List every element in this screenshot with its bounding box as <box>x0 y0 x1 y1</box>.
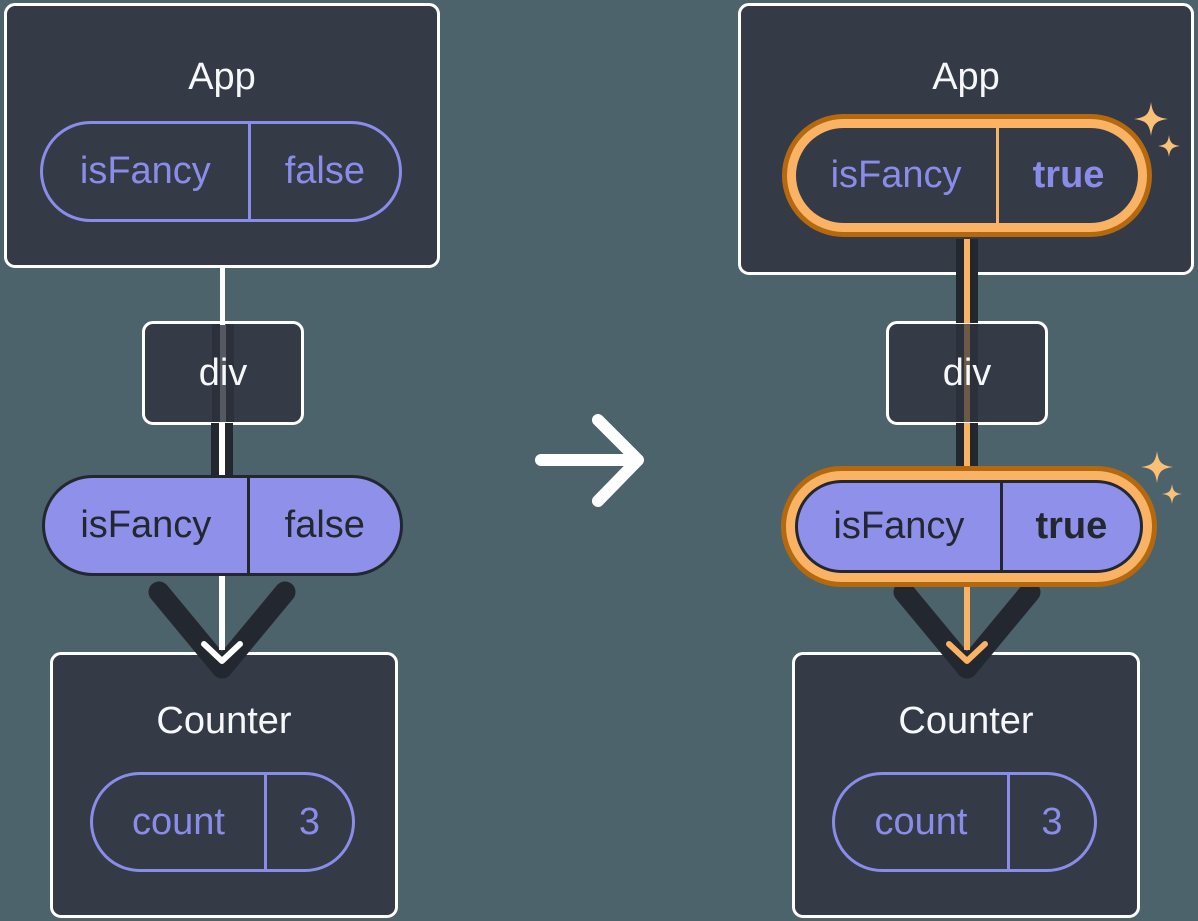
component-title: App <box>188 56 256 98</box>
passed-prop-pill-before: isFancy false <box>42 475 403 576</box>
state-name: count <box>874 800 968 843</box>
prop-name: isFancy <box>80 504 212 546</box>
div-element-box-after: div <box>886 321 1048 425</box>
thread-through-div <box>212 324 234 422</box>
thread-through-div <box>956 324 978 422</box>
state-name: count <box>131 800 225 843</box>
connector-div-to-prop-before <box>211 423 233 478</box>
connector-div-to-prop-after <box>956 423 978 468</box>
element-label: div <box>198 351 248 394</box>
prop-name: isFancy <box>830 154 962 196</box>
counter-state-pill-before: count 3 <box>90 772 355 872</box>
prop-value: true <box>996 128 1138 223</box>
prop-name: isFancy <box>833 505 965 547</box>
prop-value: false <box>247 124 399 219</box>
component-title: Counter <box>898 700 1034 742</box>
prop-pill: isFancy true <box>796 128 1138 223</box>
thread-core <box>964 423 970 468</box>
component-title: Counter <box>156 700 292 742</box>
app-prop-pill-after-highlighted: isFancy true <box>782 114 1152 237</box>
thread-core <box>964 324 970 422</box>
prop-name: isFancy <box>79 150 211 192</box>
element-label: div <box>942 351 992 394</box>
counter-state-pill-after: count 3 <box>832 772 1097 872</box>
state-value: 3 <box>263 775 352 869</box>
connector-app-to-div-before <box>220 265 225 325</box>
thread-core <box>964 239 970 323</box>
transition-arrow-icon <box>535 414 644 507</box>
thread-core <box>220 324 226 422</box>
prop-value: false <box>246 478 400 573</box>
connector-app-to-div-after <box>956 239 978 323</box>
app-prop-pill-before: isFancy false <box>40 121 402 222</box>
div-element-box-before: div <box>142 321 304 425</box>
state-value: 3 <box>1006 775 1094 869</box>
prop-value: true <box>999 483 1140 570</box>
thread-core <box>219 423 225 478</box>
component-title: App <box>932 56 1000 98</box>
passed-prop-pill-after-highlighted: isFancy true <box>781 466 1157 587</box>
prop-pill: isFancy true <box>795 480 1143 573</box>
